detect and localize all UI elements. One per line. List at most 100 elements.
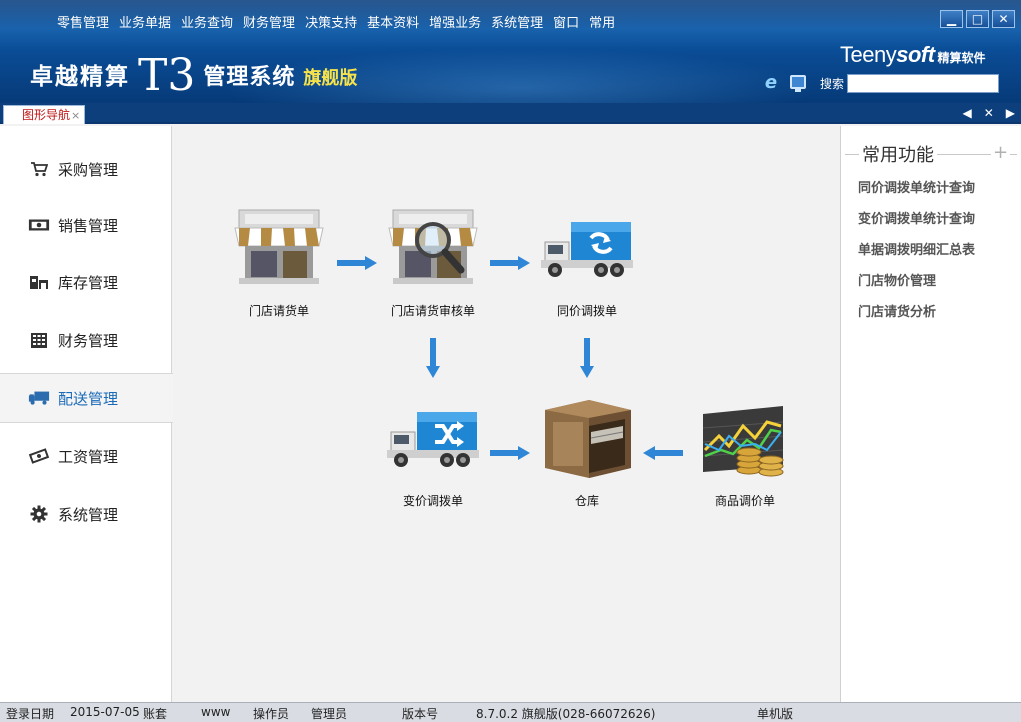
sidebar-item-finance[interactable]: 财务管理 <box>0 315 172 365</box>
menu-basic-data[interactable]: 基本资料 <box>367 16 420 31</box>
shortcut-link[interactable]: 门店物价管理 <box>858 274 937 289</box>
warehouse-box-icon <box>545 400 631 478</box>
warehouse-icon <box>28 273 50 291</box>
brand-product: 管理系统 <box>203 65 296 90</box>
tab-navigation: ◀ ✕ ▶ <box>962 104 1015 122</box>
tab-next-icon[interactable]: ▶ <box>1005 106 1015 120</box>
sidebar-item-payroll[interactable]: 工资管理 <box>0 431 172 481</box>
cash-icon <box>28 216 50 234</box>
minimize-button[interactable]: ▁ <box>940 10 963 28</box>
store-icon <box>234 209 324 284</box>
flow-node-label: 同价调拨单 <box>556 304 618 318</box>
flow-node-price-adjust[interactable]: 商品调价单 <box>697 404 793 508</box>
logo-cn-name: 精算软件 <box>937 51 986 65</box>
sidebar: 采购管理 销售管理 库存管理 财务管理 配送管理 工资管理 系统管理 <box>0 126 173 702</box>
tab-graphic-nav[interactable]: 图形导航× <box>3 105 86 124</box>
flow-arrow-right <box>490 256 530 270</box>
menu-window[interactable]: 窗口 <box>553 16 580 31</box>
version-value: 8.7.0.2 旗舰版(028-66072626) <box>476 707 656 721</box>
sidebar-item-label: 系统管理 <box>58 505 119 524</box>
menu-common[interactable]: 常用 <box>589 16 616 31</box>
tab-close-all-icon[interactable]: ✕ <box>983 106 994 120</box>
flow-arrow-right <box>490 446 530 460</box>
flow-node-store-request[interactable]: 门店请货单 <box>231 206 327 318</box>
flow-arrow-down <box>580 338 594 378</box>
money-icon <box>28 447 50 465</box>
menu-bar: 零售管理 业务单据 业务查询 财务管理 决策支持 基本资料 增强业务 系统管理 … <box>52 14 620 34</box>
shortcut-link[interactable]: 同价调拨单统计查询 <box>858 181 976 196</box>
window-controls: ▁ □ ✕ <box>940 10 1015 28</box>
flow-node-label: 仓库 <box>574 494 600 508</box>
login-date: 2015-07-05 <box>70 705 140 719</box>
logo-prefix: Teeny <box>840 42 897 67</box>
menu-decision[interactable]: 决策支持 <box>305 16 358 31</box>
flow-node-label: 门店请货审核单 <box>390 304 476 318</box>
menu-business-docs[interactable]: 业务单据 <box>119 16 172 31</box>
account-value: www <box>201 705 231 719</box>
title-bar: 零售管理 业务单据 业务查询 财务管理 决策支持 基本资料 增强业务 系统管理 … <box>0 0 1021 103</box>
maximize-button[interactable]: □ <box>966 10 989 28</box>
tab-label: 图形导航 <box>22 108 71 122</box>
sidebar-item-label: 采购管理 <box>58 160 119 179</box>
cart-icon <box>28 160 50 178</box>
store-search-icon <box>388 209 478 284</box>
menu-retail[interactable]: 零售管理 <box>57 16 110 31</box>
sidebar-item-inventory[interactable]: 库存管理 <box>0 257 172 307</box>
common-functions-panel: 常用功能 + 同价调拨单统计查询 变价调拨单统计查询 单据调拨明细汇总表 门店物… <box>840 126 1021 702</box>
sidebar-item-label: 工资管理 <box>58 447 119 466</box>
account-label: 账套 <box>143 707 168 721</box>
flow-arrow-left <box>643 446 683 460</box>
search-input[interactable] <box>847 74 999 93</box>
sidebar-item-label: 财务管理 <box>58 331 119 350</box>
flow-arrow-down <box>426 338 440 378</box>
flow-node-label: 门店请货单 <box>248 304 310 318</box>
brand-name: 卓越精算 <box>30 64 130 90</box>
menu-business-query[interactable]: 业务查询 <box>181 16 234 31</box>
shortcut-link[interactable]: 变价调拨单统计查询 <box>858 212 976 227</box>
sidebar-item-label: 库存管理 <box>58 273 119 292</box>
gear-icon <box>28 505 50 523</box>
panel-title: 常用功能 <box>859 141 937 167</box>
status-bar: 登录日期 2015-07-05 账套 www 操作员 管理员 版本号 8.7.0… <box>0 702 1021 722</box>
sidebar-item-purchase[interactable]: 采购管理 <box>0 144 172 194</box>
flow-node-var-price-transfer[interactable]: 变价调拨单 <box>385 406 481 508</box>
shortcut-link[interactable]: 单据调拨明细汇总表 <box>858 243 976 258</box>
app-title: 卓越精算 T3 管理系统 旗舰版 <box>30 50 358 98</box>
menu-finance[interactable]: 财务管理 <box>243 16 296 31</box>
browser-icon[interactable]: e <box>764 72 778 93</box>
computer-icon[interactable] <box>790 75 806 92</box>
truck-icon <box>28 389 50 407</box>
add-shortcut-icon[interactable]: + <box>991 142 1011 164</box>
tab-prev-icon[interactable]: ◀ <box>962 106 972 120</box>
sidebar-item-system[interactable]: 系统管理 <box>0 489 172 539</box>
flow-node-store-request-audit[interactable]: 门店请货审核单 <box>385 206 481 318</box>
tab-close-icon[interactable]: × <box>71 109 81 122</box>
brand-edition: 旗舰版 <box>303 68 358 89</box>
menu-system[interactable]: 系统管理 <box>491 16 544 31</box>
flow-node-same-price-transfer[interactable]: 同价调拨单 <box>539 214 635 318</box>
flow-node-label: 变价调拨单 <box>402 494 464 508</box>
close-button[interactable]: ✕ <box>992 10 1015 28</box>
flow-node-warehouse[interactable]: 仓库 <box>535 396 639 508</box>
sidebar-item-distribution[interactable]: 配送管理 <box>0 373 173 423</box>
tab-strip <box>0 103 1021 124</box>
flow-node-label: 商品调价单 <box>714 494 776 508</box>
flow-arrow-right <box>337 256 377 270</box>
sidebar-item-label: 销售管理 <box>58 216 119 235</box>
shortcut-link[interactable]: 门店请货分析 <box>858 305 937 320</box>
sidebar-item-sales[interactable]: 销售管理 <box>0 200 172 250</box>
truck-shuffle-icon <box>387 412 479 467</box>
sidebar-item-label: 配送管理 <box>58 389 119 408</box>
header-shine <box>0 0 1021 48</box>
ledger-icon <box>28 331 50 349</box>
menu-enhanced[interactable]: 增强业务 <box>429 16 482 31</box>
flow-canvas: 门店请货单 门店请货审核单 <box>173 126 840 702</box>
chart-coins-icon <box>702 406 784 477</box>
operator-value: 管理员 <box>311 707 348 721</box>
search-label: 搜索 <box>820 77 845 91</box>
brand-version: T3 <box>138 50 196 101</box>
login-date-label: 登录日期 <box>6 707 55 721</box>
logo-suffix: soft <box>896 42 935 67</box>
operator-label: 操作员 <box>253 707 290 721</box>
